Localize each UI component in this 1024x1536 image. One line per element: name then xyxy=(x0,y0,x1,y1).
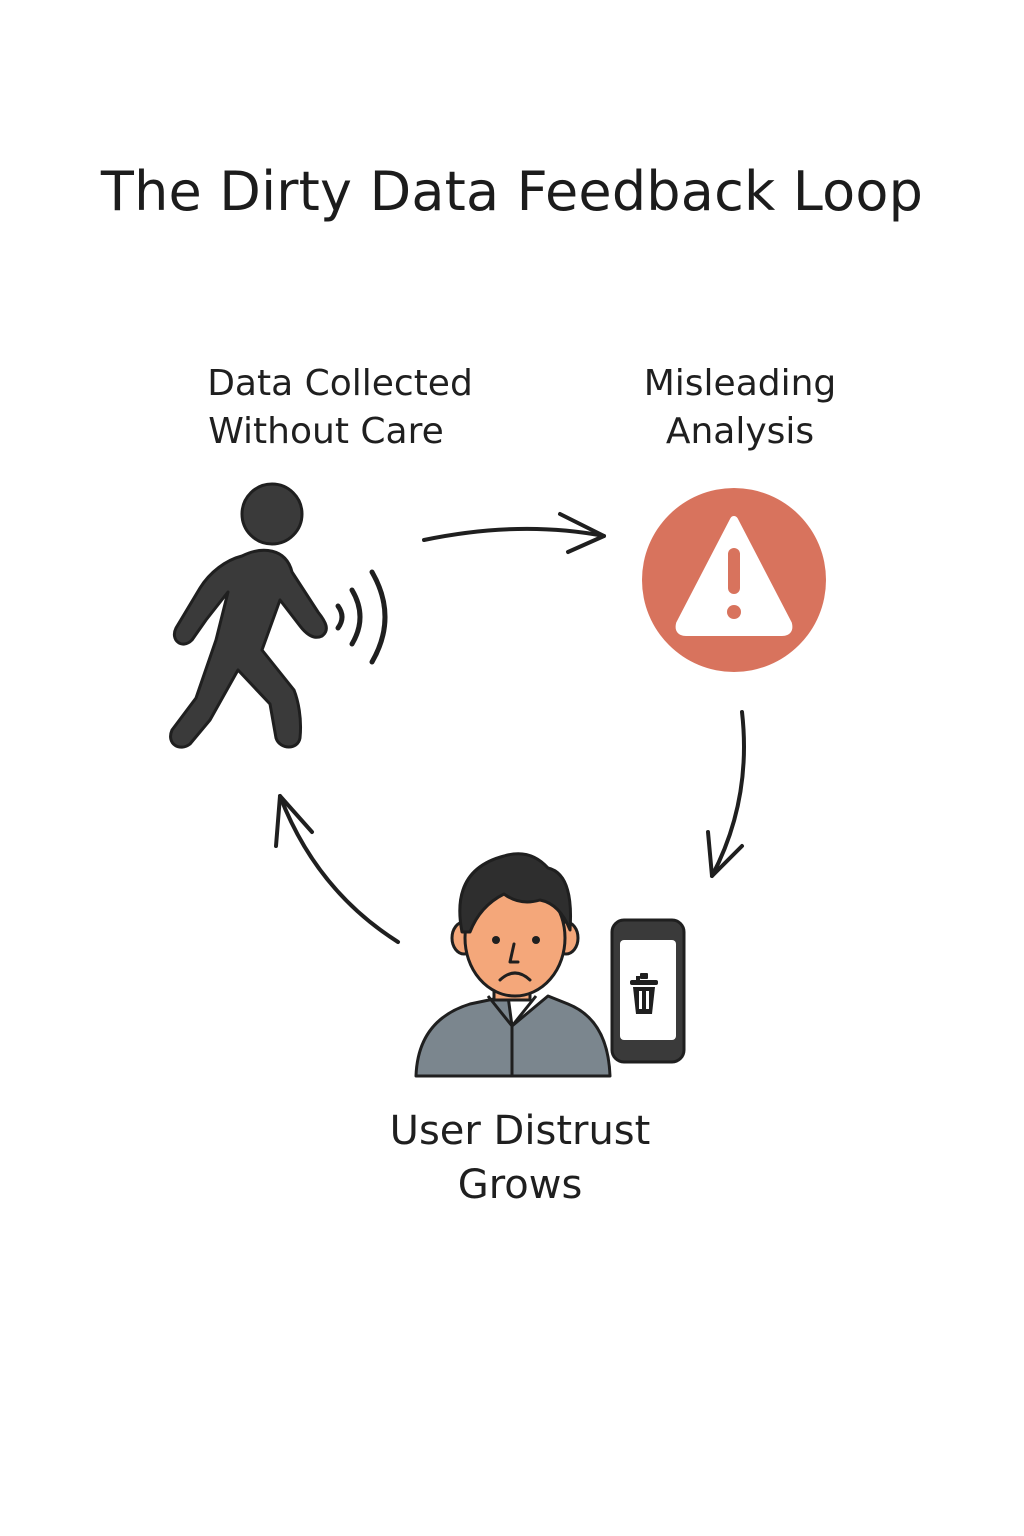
node-label-collect-line1: Data Collected xyxy=(207,363,473,404)
walking-person-icon xyxy=(169,482,388,749)
node-label-distrust-line2: Grows xyxy=(457,1162,583,1208)
sad-user-with-phone-trash-icon xyxy=(414,852,686,1078)
node-label-collect: Data Collected Without Care xyxy=(170,360,510,456)
node-label-distrust: User Distrust Grows xyxy=(340,1104,700,1212)
node-label-collect-line2: Without Care xyxy=(208,411,444,452)
node-label-analysis-line2: Analysis xyxy=(665,411,815,452)
arrow-analysis-to-distrust xyxy=(706,710,746,878)
trash-icon xyxy=(630,973,658,1014)
node-label-distrust-line1: User Distrust xyxy=(389,1108,651,1154)
arrow-distrust-to-collect xyxy=(274,794,400,944)
arrow-collect-to-analysis xyxy=(422,512,606,554)
node-label-analysis: Misleading Analysis xyxy=(600,360,880,456)
node-label-analysis-line1: Misleading xyxy=(643,363,837,404)
diagram-title: The Dirty Data Feedback Loop xyxy=(100,160,924,223)
warning-icon xyxy=(642,488,826,672)
